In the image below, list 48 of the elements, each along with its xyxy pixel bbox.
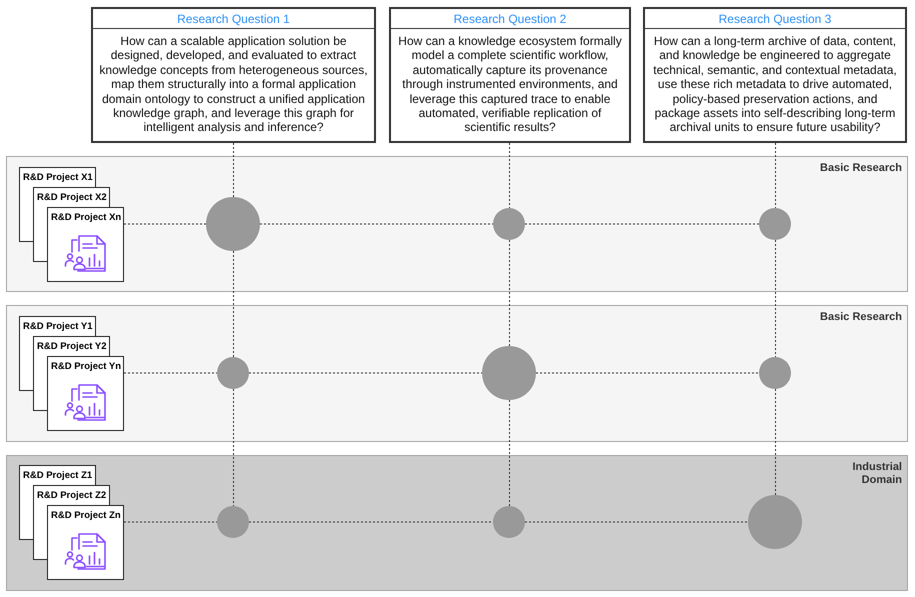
question-card	[389, 7, 631, 143]
band-label: Basic Research	[820, 311, 902, 324]
dotted-connector	[509, 142, 510, 208]
dotted-connector	[775, 142, 776, 208]
circle-marker	[482, 346, 536, 400]
project-card	[47, 356, 124, 431]
research-band	[6, 455, 908, 591]
project-title: R&D Project Yn	[51, 361, 122, 373]
dotted-connector	[233, 388, 234, 506]
project-title: R&D Project Y1	[23, 321, 93, 333]
question-text: How can a knowledge ecosystem formally model a complete scientific workflow, automatically capture its provenance through instrumented environments, and leverage this captured trace to enable automated, verifiable replication of scientific results?	[397, 34, 623, 135]
dotted-connector	[775, 388, 776, 496]
dotted-connector	[509, 240, 510, 346]
project-title: R&D Project Xn	[51, 212, 122, 224]
dotted-connector	[124, 372, 218, 374]
dotted-connector	[248, 372, 482, 374]
project-title: R&D Project Z2	[37, 490, 106, 502]
question-text: How can a long-term archive of data, content, and knowledge be engineered to aggregate technical, semantic, and contextual metadata, use these rich metadata to drive automated, policy-based preservation actions, and package assets into self-describing long-term archival units to ensure future usability?	[652, 34, 898, 135]
question-card	[643, 7, 907, 143]
question-heading: Research Question 3	[718, 12, 832, 26]
project-title: R&D Project Y2	[37, 341, 107, 353]
circle-marker	[493, 208, 525, 240]
question-heading: Research Question 2	[454, 12, 566, 26]
circle-marker	[493, 506, 525, 538]
dotted-connector	[775, 240, 776, 358]
question-text: How can a scalable application solution be designed, developed, and evaluated to extract knowledge concepts from heterogeneous sources, map them structurally into a formal application domain ontology to construct a unified application knowledge graph, and leverage this graph for intelligent analysis and inference?	[98, 34, 369, 135]
circle-marker	[206, 197, 260, 251]
circle-marker	[217, 357, 249, 389]
dotted-connector	[509, 400, 510, 506]
band-label: Industrial Domain	[851, 461, 902, 487]
project-title: R&D Project X2	[37, 192, 107, 204]
dotted-connector	[233, 142, 234, 198]
question-card	[91, 7, 376, 143]
dotted-connector	[233, 250, 234, 358]
project-title: R&D Project Zn	[51, 510, 121, 522]
band-label: Basic Research	[820, 162, 902, 175]
research-band	[6, 305, 908, 442]
circle-marker	[759, 357, 791, 389]
project-title: R&D Project Z1	[23, 470, 92, 482]
question-heading: Research Question 1	[177, 12, 290, 26]
dotted-connector	[536, 372, 760, 374]
circle-marker	[748, 495, 802, 549]
circle-marker	[217, 506, 249, 538]
project-card	[47, 505, 124, 580]
project-card	[47, 207, 124, 282]
research-band	[6, 156, 908, 292]
circle-marker	[759, 208, 791, 240]
project-title: R&D Project X1	[23, 172, 93, 184]
